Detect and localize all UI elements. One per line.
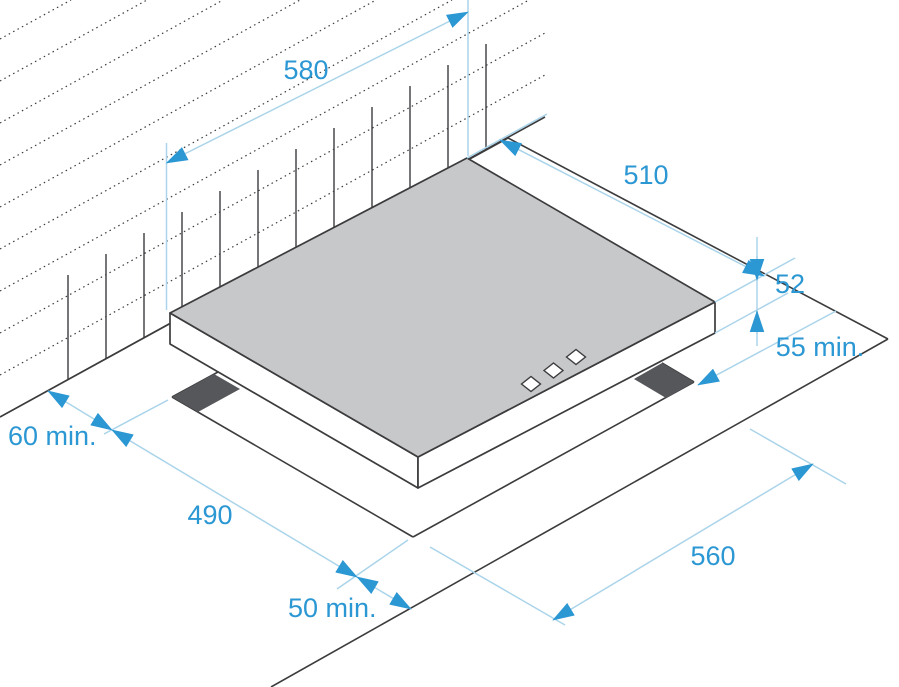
dim-label-side-clearance: 60 min. [8, 421, 97, 451]
dimension-rear-clearance: 55 min. [697, 310, 865, 386]
dim-label-front-clearance: 50 min. [288, 593, 377, 623]
dim-label-rear-clearance: 55 min. [776, 332, 865, 362]
dim-label-cooktop-width: 580 [283, 55, 328, 85]
dimension-cutout-width: 560 [429, 428, 847, 626]
dimension-cooktop-thickness: 52 [714, 237, 805, 346]
control-buttons [520, 348, 587, 393]
dimension-front-clearance: 50 min. [288, 576, 412, 623]
dim-label-cooktop-thickness: 52 [775, 269, 805, 299]
control-button-icon [542, 362, 565, 379]
control-button-icon [565, 348, 587, 366]
control-button-icon [520, 375, 542, 393]
dim-label-cutout-depth: 490 [187, 500, 232, 530]
dimension-cooktop-depth: 510 [466, 113, 796, 303]
dimension-cooktop-width: 580 [165, 0, 469, 310]
dimension-cutout-depth: 490 [111, 429, 409, 590]
dim-label-cutout-width: 560 [690, 541, 735, 571]
cutout-right-end [634, 363, 694, 398]
dimension-side-clearance: 60 min. [8, 390, 169, 451]
cutout-left-end [172, 374, 240, 412]
dim-label-cooktop-depth: 510 [623, 160, 668, 190]
